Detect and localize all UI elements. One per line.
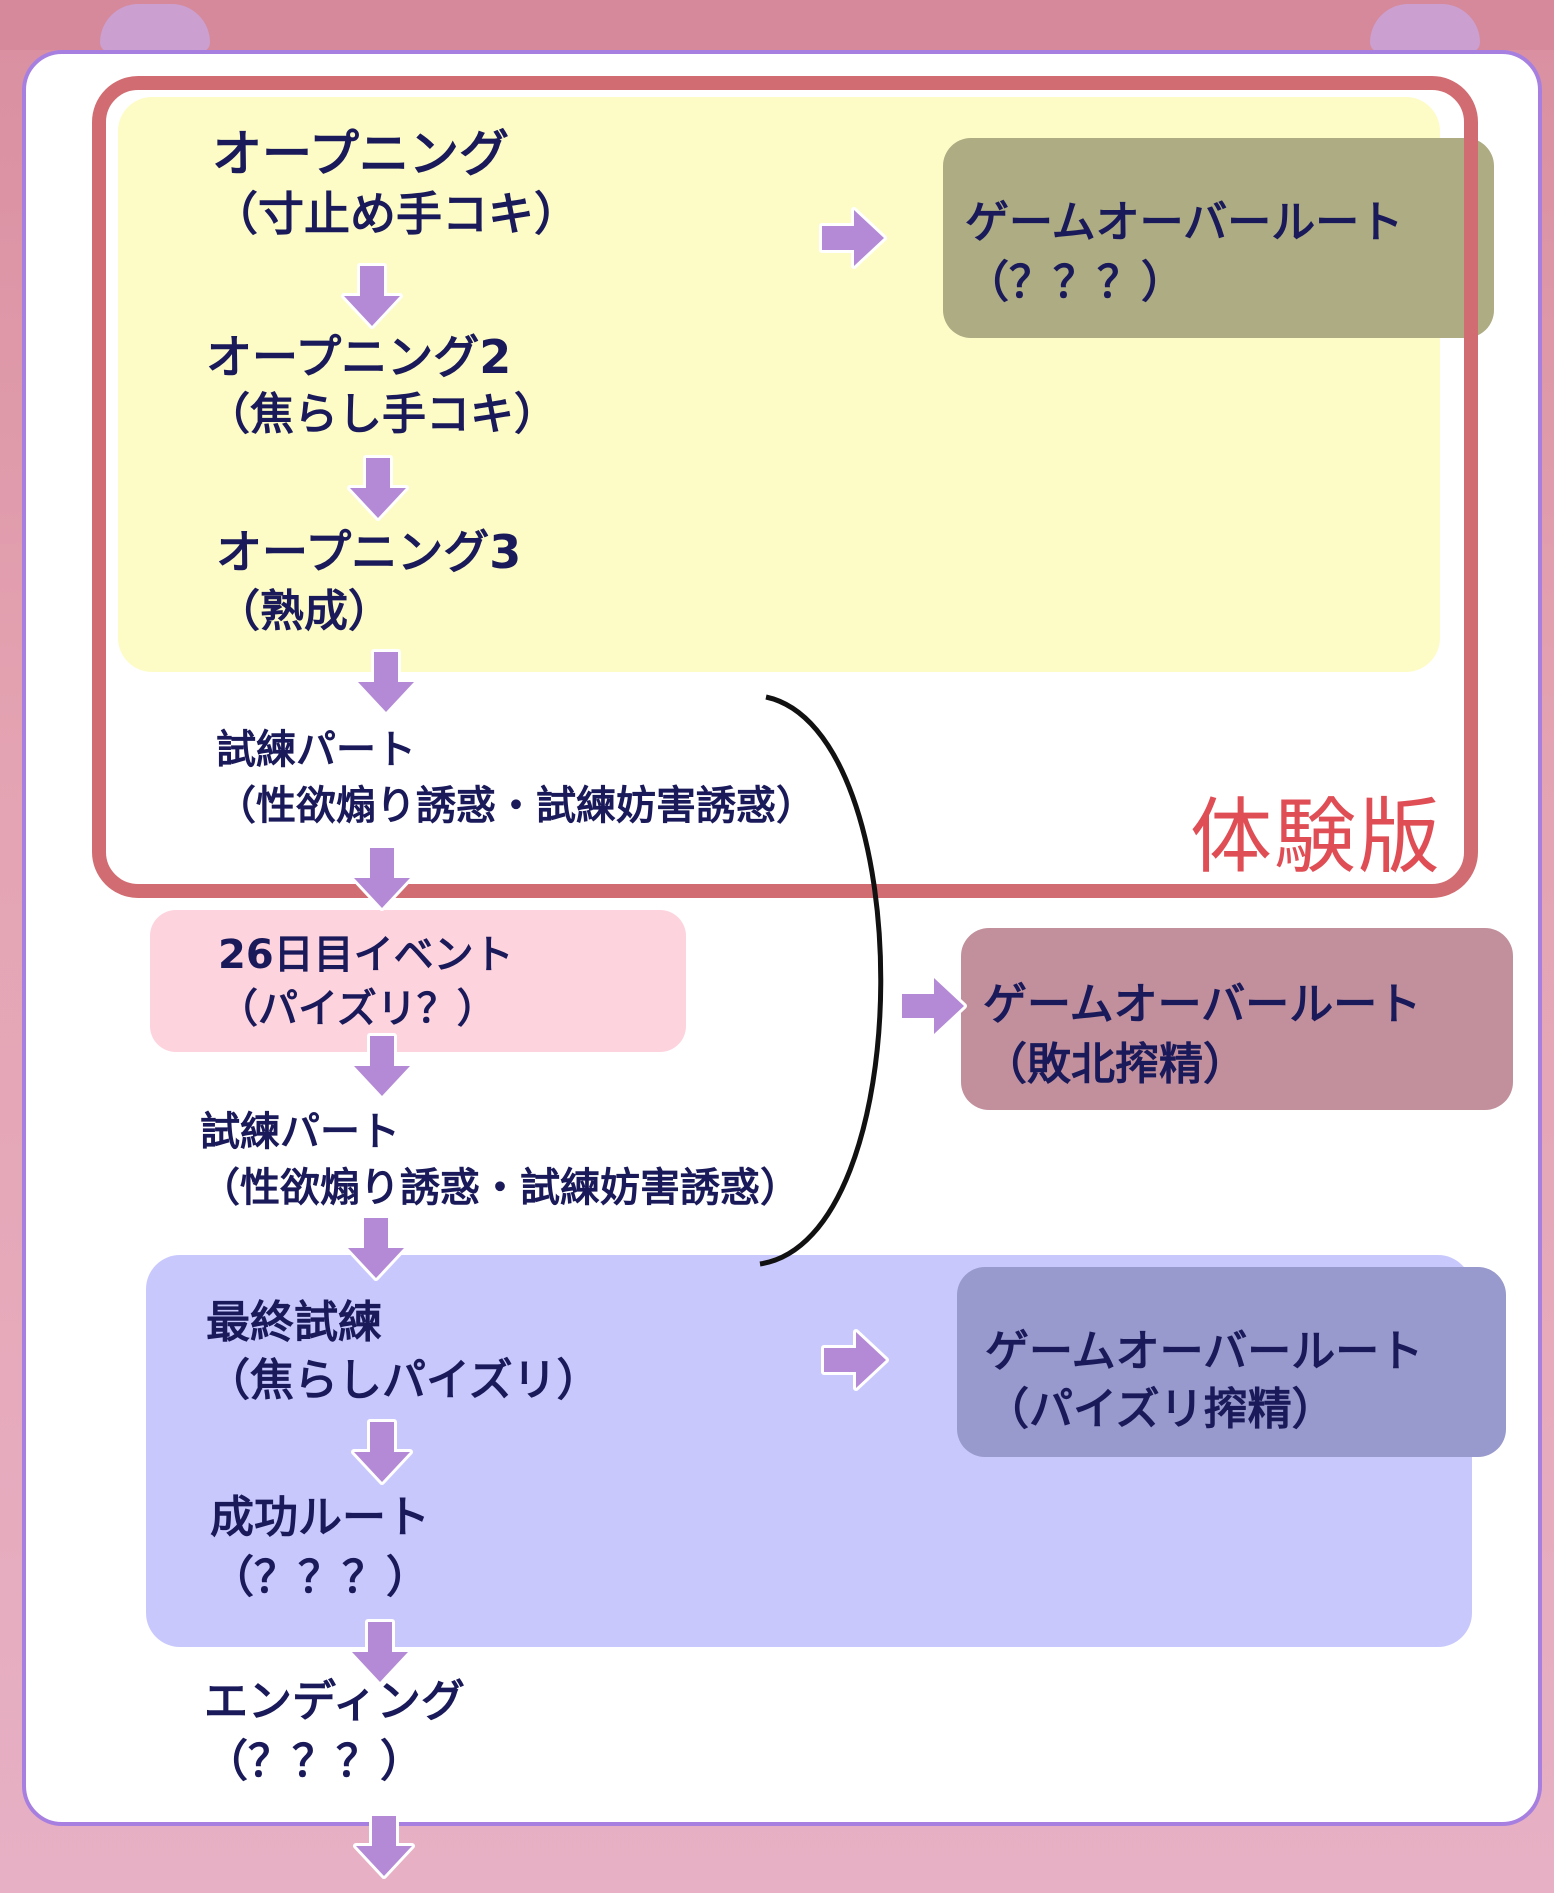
node-title: 26日目イベント	[218, 932, 514, 978]
flow-node-final-trial: 最終試練 （焦らしパイズリ）	[206, 1294, 601, 1410]
trial-parts-bracket	[759, 694, 884, 1267]
node-subtitle: （性欲煽り誘惑・試練妨害誘惑）	[200, 1165, 800, 1211]
flow-node-opening-2: オープニング2 （焦らし手コキ）	[206, 328, 558, 444]
bear-decoration	[1370, 4, 1480, 52]
flow-arrow-down-icon	[356, 1816, 412, 1876]
node-title: 最終試練	[206, 1297, 382, 1348]
trial-version-frame	[92, 76, 1478, 898]
flow-node-opening: オープニング （寸止め手コキ）	[212, 124, 580, 244]
flow-node-day26-event: 26日目イベント （パイズリ？）	[218, 928, 514, 1036]
flow-arrow-down-icon	[350, 458, 406, 518]
node-subtitle: （？？？）	[210, 1552, 430, 1603]
flow-arrow-down-icon	[352, 1622, 408, 1682]
node-title: エンディング	[204, 1676, 465, 1727]
node-title: オープニング3	[216, 525, 522, 579]
node-title: 試練パート	[216, 727, 416, 773]
flow-arrow-down-icon	[344, 266, 400, 326]
flow-node-success-route: 成功ルート （？？？）	[210, 1488, 430, 1608]
node-subtitle: （パイズリ？）	[218, 986, 497, 1032]
node-title: 成功ルート	[210, 1492, 430, 1543]
flow-arrow-right-icon	[824, 1332, 886, 1388]
flow-arrow-down-icon	[354, 1422, 410, 1482]
bear-decoration	[100, 4, 210, 52]
flow-arrow-right-icon	[902, 978, 964, 1034]
flow-node-ending: エンディング （？？？）	[204, 1672, 465, 1792]
flow-node-opening-3: オープニング3 （熟成）	[216, 522, 521, 642]
flow-arrow-down-icon	[354, 848, 410, 908]
node-subtitle: （熟成）	[216, 586, 392, 637]
trial-version-label: 体験版	[1190, 790, 1443, 885]
flow-node-trial-part: 試練パート （性欲煽り誘惑・試練妨害誘惑）	[200, 1104, 800, 1216]
flow-arrow-down-icon	[348, 1218, 404, 1278]
flow-node-trial-part: 試練パート （性欲煽り誘惑・試練妨害誘惑）	[216, 722, 816, 834]
game-over-subtitle: （パイズリ搾精）	[985, 1384, 1336, 1435]
node-title: オープニング	[212, 125, 509, 183]
node-subtitle: （焦らし手コキ）	[206, 389, 558, 440]
game-over-title: ゲームオーバールート	[965, 197, 1404, 248]
background-top	[0, 0, 1554, 50]
node-subtitle: （焦らしパイズリ）	[206, 1355, 601, 1406]
game-over-subtitle: （？？？）	[965, 257, 1185, 308]
flow-arrow-right-icon	[822, 210, 884, 266]
game-over-route-box: ゲームオーバールート （？？？）	[943, 138, 1494, 338]
node-subtitle: （寸止め手コキ）	[212, 187, 580, 241]
game-over-route-box: ゲームオーバールート （パイズリ搾精）	[957, 1267, 1506, 1457]
flow-arrow-down-icon	[354, 1036, 410, 1096]
day26-event-zone	[150, 910, 686, 1052]
game-over-route-box: ゲームオーバールート （敗北搾精）	[961, 928, 1513, 1110]
game-over-subtitle: （敗北搾精）	[983, 1039, 1247, 1090]
game-over-title: ゲームオーバールート	[983, 979, 1422, 1030]
game-over-title: ゲームオーバールート	[985, 1326, 1424, 1377]
node-subtitle: （性欲煽り誘惑・試練妨害誘惑）	[216, 783, 816, 829]
node-title: オープニング2	[206, 330, 512, 384]
node-title: 試練パート	[200, 1109, 400, 1155]
node-subtitle: （？？？）	[204, 1736, 424, 1787]
flow-arrow-down-icon	[358, 652, 414, 712]
